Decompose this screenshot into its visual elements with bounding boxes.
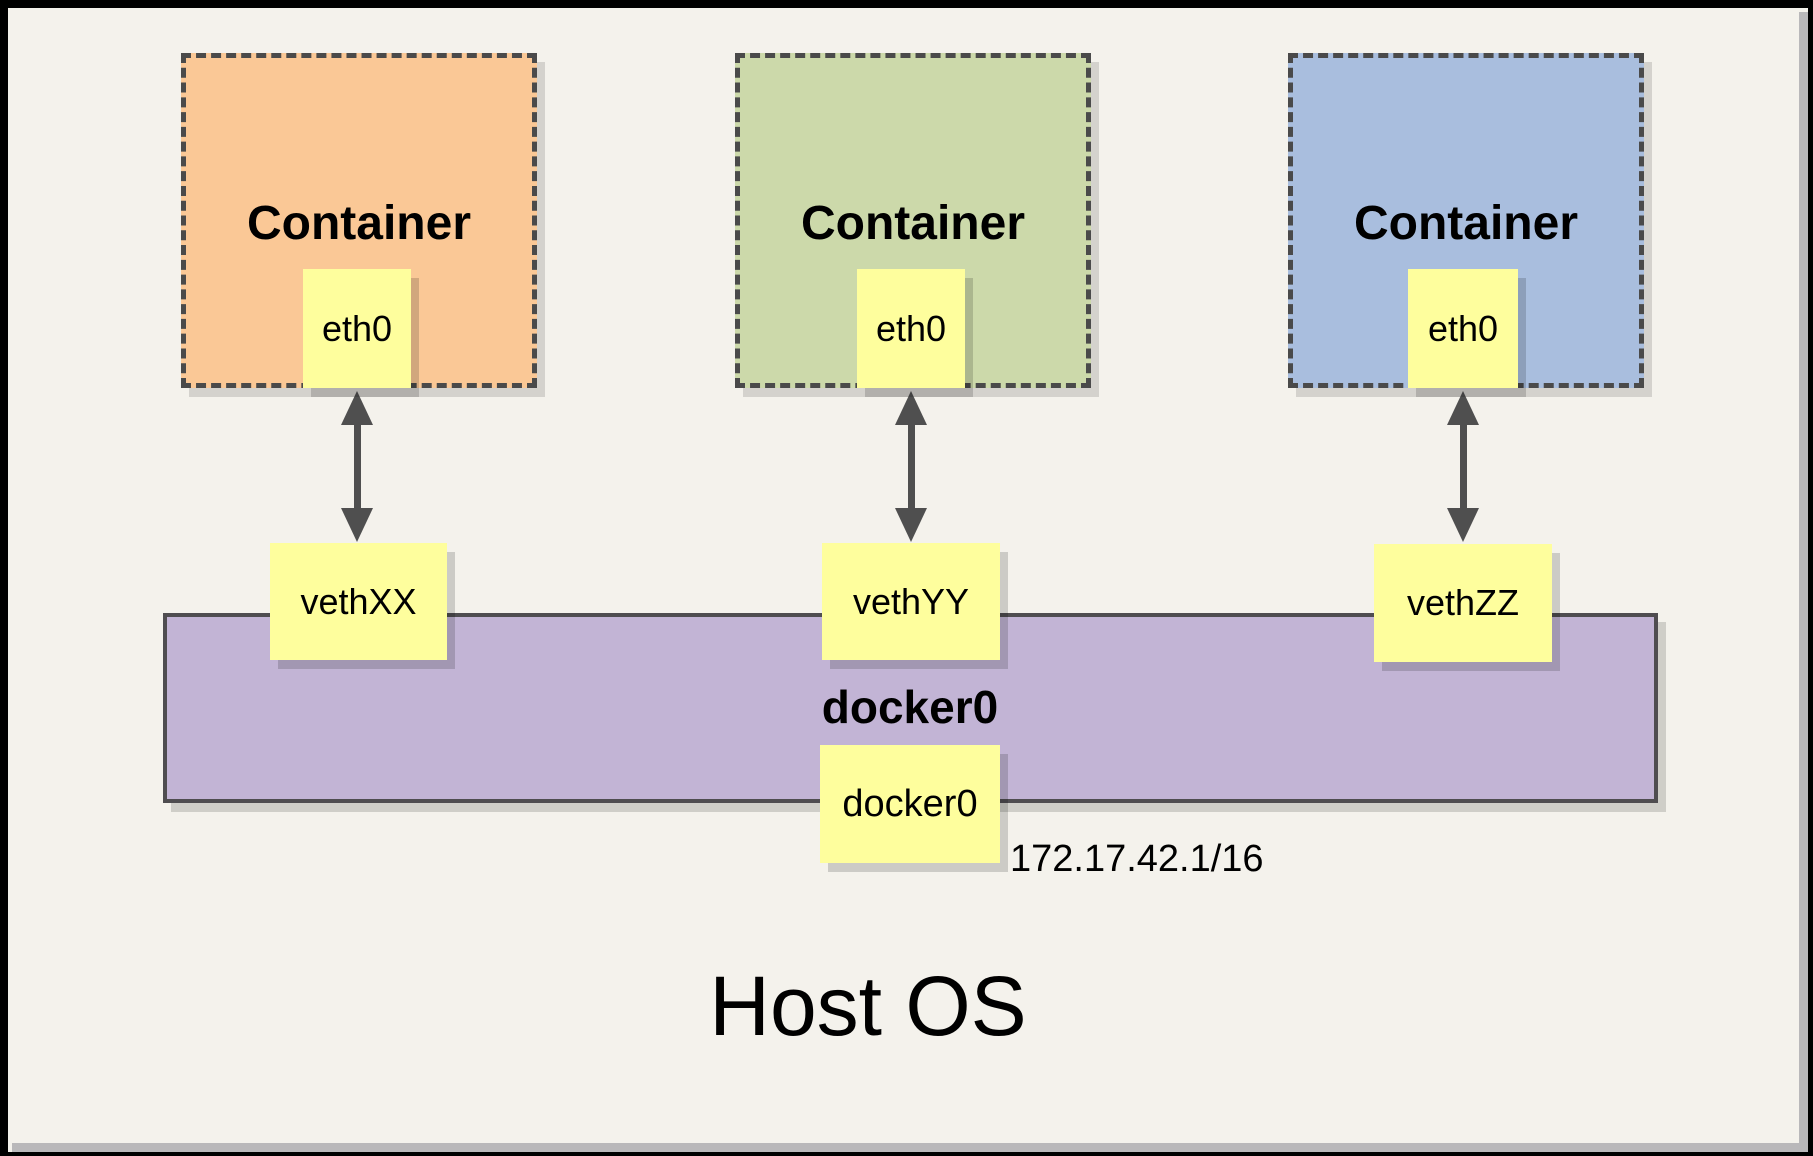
arrow-down-icon [895, 508, 927, 542]
host-os-label: Host OS [709, 959, 1027, 1053]
docker0-interface-box: docker0 [820, 745, 1000, 863]
docker0-ip-address: 172.17.42.1/16 [1010, 838, 1264, 880]
canvas-border-left [0, 0, 8, 1156]
arrow-up-icon [341, 391, 373, 425]
canvas-border-right [1808, 0, 1813, 1156]
eth0-box-container-1: eth0 [303, 269, 411, 388]
canvas-shadow-right [1799, 12, 1808, 1152]
veth-pair-arrow-2 [895, 391, 927, 542]
arrow-down-icon [1447, 508, 1479, 542]
arrow-up-icon [895, 391, 927, 425]
container-1-label: Container [246, 197, 471, 250]
arrow-shaft [1459, 425, 1467, 508]
eth0-box-container-3: eth0 [1408, 269, 1518, 388]
arrow-down-icon [341, 508, 373, 542]
veth-pair-arrow-1 [341, 391, 373, 542]
eth0-box-container-2: eth0 [857, 269, 965, 388]
canvas-border-top [0, 0, 1813, 8]
container-3-label: Container [1353, 197, 1578, 250]
arrow-shaft [907, 425, 915, 508]
canvas-shadow-bottom [12, 1143, 1808, 1152]
arrow-up-icon [1447, 391, 1479, 425]
canvas-border-bottom [0, 1152, 1813, 1156]
veth-pair-arrow-3 [1447, 391, 1479, 542]
container-2-label: Container [800, 197, 1025, 250]
vethxx-box: vethXX [270, 543, 447, 660]
arrow-shaft [353, 425, 361, 508]
vethzz-box: vethZZ [1374, 544, 1552, 662]
vethyy-box: vethYY [822, 543, 1000, 660]
docker0-bridge-label: docker0 [821, 681, 999, 733]
